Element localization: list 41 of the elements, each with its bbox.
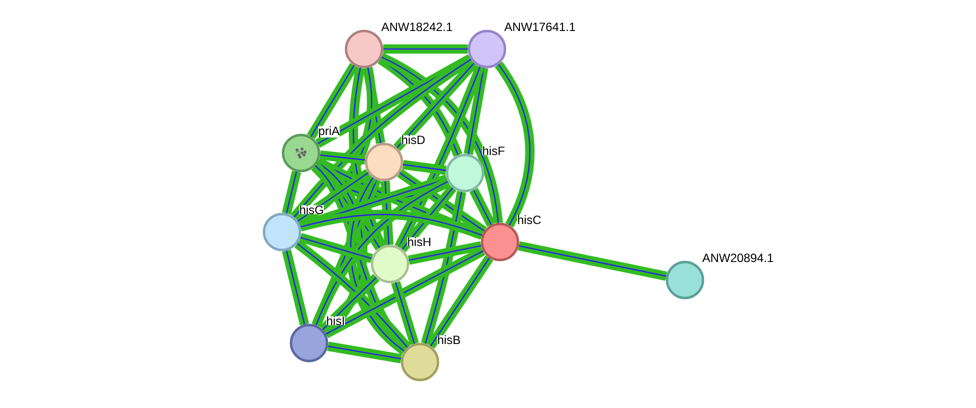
interaction-line <box>312 177 450 327</box>
interaction-line <box>346 175 408 355</box>
interaction-line <box>324 246 486 338</box>
node-label: ANW17641.1 <box>504 22 576 32</box>
interaction-line <box>383 44 468 54</box>
interaction-line <box>295 169 371 225</box>
interaction-line <box>379 52 503 224</box>
interaction-line <box>408 241 482 265</box>
interaction-line <box>296 67 376 226</box>
node-label: hisB <box>437 335 461 344</box>
interaction-line <box>394 65 484 250</box>
interaction-line <box>299 232 373 264</box>
interaction-line <box>290 55 474 220</box>
interaction-line <box>426 255 494 349</box>
interaction-line <box>397 169 487 235</box>
node-label: hisD <box>401 135 426 144</box>
interaction-line <box>398 184 456 252</box>
interaction-line <box>348 67 386 248</box>
node-label: hisC <box>517 215 542 224</box>
node-label: ANW20894.1 <box>702 254 774 262</box>
interaction-line <box>327 342 402 364</box>
interaction-line <box>420 191 466 345</box>
node-label: hisH <box>407 237 432 246</box>
interaction-line <box>282 170 302 214</box>
interaction-line <box>299 210 484 240</box>
interaction-line <box>294 240 411 351</box>
interaction-line <box>464 67 488 155</box>
interaction-line <box>282 250 309 326</box>
interaction-line <box>402 160 447 176</box>
interaction-line <box>391 280 419 345</box>
interaction-line <box>470 188 496 227</box>
interaction-line <box>494 62 534 228</box>
node-label: ANW18242.1 <box>381 22 453 32</box>
interaction-line <box>306 63 358 139</box>
interaction-line <box>393 60 478 151</box>
interaction-line <box>320 150 366 165</box>
interaction-line <box>518 241 668 281</box>
node-label: hisF <box>482 146 505 156</box>
interaction-line <box>320 274 380 333</box>
interaction-line <box>380 180 394 246</box>
node-label: priA <box>318 126 340 138</box>
